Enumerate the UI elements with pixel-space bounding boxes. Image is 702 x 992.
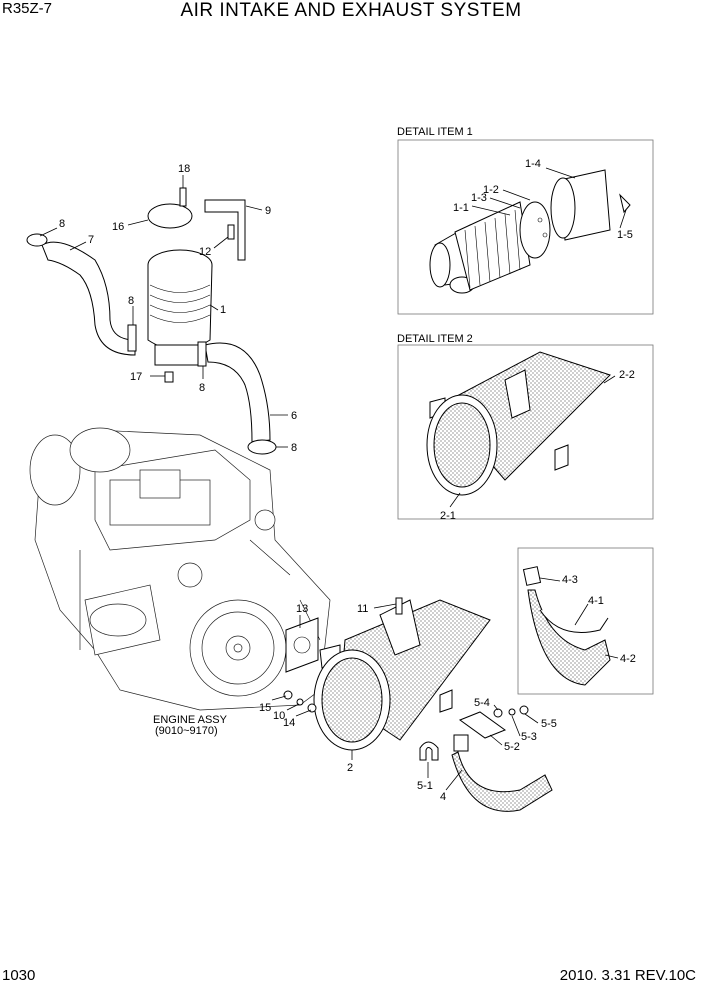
intake-hose-6 bbox=[197, 341, 277, 455]
detail-box-4 bbox=[517, 547, 654, 695]
label-1: 1 bbox=[220, 304, 226, 316]
label-17: 17 bbox=[130, 371, 142, 383]
leader-5-5 bbox=[524, 713, 539, 724]
label-18: 18 bbox=[178, 163, 190, 175]
label-4: 4 bbox=[440, 791, 446, 803]
detail-box-1 bbox=[397, 139, 654, 315]
engine-serial-range: (9010~9170) bbox=[155, 725, 218, 737]
muffler-2 bbox=[313, 597, 491, 751]
label-14: 14 bbox=[283, 717, 295, 729]
leader-4 bbox=[445, 769, 463, 791]
leader-1-5 bbox=[619, 209, 627, 229]
label-1-5: 1-5 bbox=[617, 229, 633, 241]
label-2-2: 2-2 bbox=[619, 369, 635, 381]
leader-16 bbox=[127, 219, 149, 226]
leader-4-2 bbox=[604, 654, 619, 659]
detail-title-1: DETAIL ITEM 1 bbox=[397, 126, 473, 138]
label-2: 2 bbox=[347, 762, 353, 774]
label-5-1: 5-1 bbox=[417, 780, 433, 792]
leader-4-1 bbox=[574, 603, 589, 626]
tail-pipe-detail bbox=[522, 566, 611, 686]
leader-1-4 bbox=[545, 167, 576, 179]
label-5-5: 5-5 bbox=[541, 718, 557, 730]
leader-2-1 bbox=[449, 492, 461, 508]
label-13: 13 bbox=[296, 603, 308, 615]
label-5-3: 5-3 bbox=[521, 731, 537, 743]
tail-pipe-4 bbox=[451, 734, 553, 812]
leader-14 bbox=[295, 709, 312, 717]
leader-15 bbox=[271, 695, 287, 701]
label-11: 11 bbox=[357, 603, 368, 615]
leader-1-3 bbox=[489, 197, 521, 209]
label-12: 12 bbox=[199, 246, 211, 258]
label-10: 10 bbox=[273, 710, 285, 722]
label-7: 7 bbox=[88, 234, 94, 246]
label-16: 16 bbox=[112, 221, 124, 233]
page-title: AIR INTAKE AND EXHAUST SYSTEM bbox=[180, 0, 522, 21]
exhaust-small-parts bbox=[283, 690, 529, 761]
intake-hose-7 bbox=[26, 233, 137, 356]
page-number: 1030 bbox=[2, 967, 36, 984]
label-8-d: 8 bbox=[291, 442, 297, 454]
air-cleaner-detail bbox=[429, 169, 631, 294]
leader-8a bbox=[39, 227, 58, 237]
label-5-2: 5-2 bbox=[504, 741, 520, 753]
leader-2-2 bbox=[603, 375, 616, 384]
leader-5-4 bbox=[493, 704, 499, 711]
leader-4-3 bbox=[539, 577, 561, 582]
label-1-1: 1-1 bbox=[453, 202, 469, 214]
label-4-1: 4-1 bbox=[588, 595, 604, 607]
leader-1-2 bbox=[502, 189, 531, 201]
label-4-2: 4-2 bbox=[620, 653, 636, 665]
label-5-4: 5-4 bbox=[474, 697, 490, 709]
leader-11 bbox=[373, 603, 397, 609]
label-9: 9 bbox=[265, 205, 271, 217]
revision-date: 2010. 3.31 REV.10C bbox=[559, 967, 696, 984]
leader-5-2 bbox=[489, 734, 503, 746]
label-6: 6 bbox=[291, 410, 297, 422]
leader-7 bbox=[69, 241, 87, 251]
engine-assy bbox=[29, 427, 331, 711]
label-1-2: 1-2 bbox=[483, 184, 499, 196]
air-cleaner-assy bbox=[147, 187, 246, 383]
label-8-b: 8 bbox=[128, 295, 134, 307]
label-8-a: 8 bbox=[59, 218, 65, 230]
label-1-4: 1-4 bbox=[525, 158, 541, 170]
label-2-1: 2-1 bbox=[440, 510, 456, 522]
leader-1-1 bbox=[471, 205, 511, 216]
leader-1 bbox=[209, 304, 219, 311]
model-code: R35Z-7 bbox=[2, 0, 53, 17]
leader-10 bbox=[286, 703, 300, 711]
label-15: 15 bbox=[259, 702, 271, 714]
muffler-detail bbox=[426, 351, 611, 496]
engine-name: ENGINE ASSY bbox=[153, 714, 228, 726]
label-1-3: 1-3 bbox=[471, 192, 487, 204]
leader-5-3 bbox=[511, 715, 521, 737]
label-8-c: 8 bbox=[199, 382, 205, 394]
detail-title-2: DETAIL ITEM 2 bbox=[397, 333, 473, 345]
label-4-3: 4-3 bbox=[562, 574, 578, 586]
detail-box-2 bbox=[397, 344, 654, 520]
leader-12 bbox=[213, 236, 229, 249]
gasket-13 bbox=[285, 617, 319, 673]
leader-9 bbox=[245, 205, 263, 211]
